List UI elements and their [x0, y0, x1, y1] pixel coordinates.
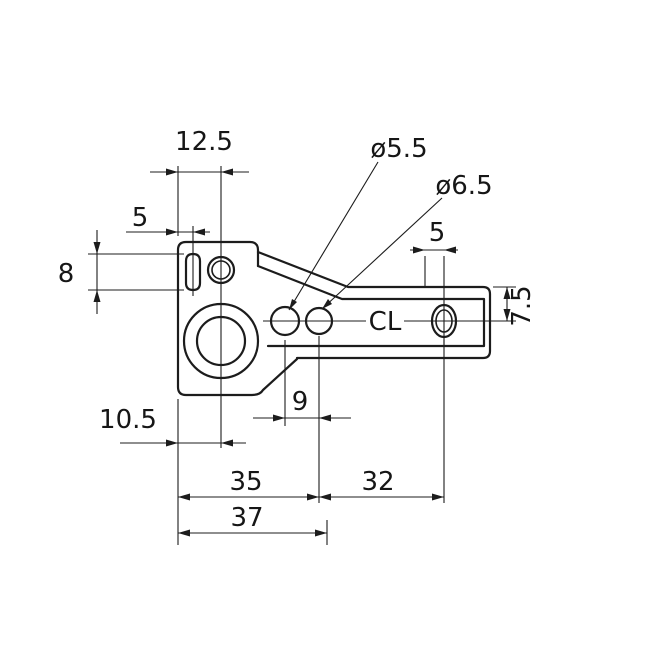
arrow-left-icon: [273, 414, 285, 422]
dim-32: 32: [319, 340, 445, 503]
dim-label: 8: [58, 259, 75, 289]
cl-label: CL: [369, 307, 402, 337]
label-dia-6-5: ø6.5: [321, 171, 493, 310]
dim-label: 32: [361, 467, 394, 497]
rail-outline: [256, 250, 492, 360]
leader-arrow-icon: [322, 299, 332, 309]
dim-8: 8: [58, 230, 184, 314]
dim-5-right: 5: [410, 218, 458, 287]
dim-10-5: 10.5: [99, 405, 246, 447]
bracket-outline: [176, 240, 299, 397]
dim-label: 12.5: [175, 127, 233, 157]
dim-label: 9: [292, 387, 309, 417]
arrow-down-icon: [503, 309, 511, 321]
arrow-right-icon: [221, 439, 233, 447]
centerlines: [220, 166, 516, 448]
rail-inner-line: [256, 264, 486, 348]
arrow-left-icon: [178, 493, 190, 501]
arrow-right-icon: [193, 228, 205, 236]
dim-37: 37: [178, 503, 328, 545]
dim-9: 9: [253, 336, 351, 503]
dim-label: 7.5: [507, 285, 537, 326]
arrow-left-icon: [178, 529, 190, 537]
dim-label: 5: [429, 218, 446, 248]
dim-7-5: 7.5: [493, 285, 537, 327]
centerline-label: CL: [369, 307, 402, 337]
dim-5-left: 5: [126, 203, 210, 296]
dim-label: 37: [230, 503, 263, 533]
arrow-right-icon: [444, 246, 456, 254]
arrow-right-icon: [307, 493, 319, 501]
arrow-left-icon: [319, 493, 331, 501]
arrow-left-icon: [413, 246, 425, 254]
dim-label: 5: [132, 203, 149, 233]
arrow-right-icon: [319, 414, 331, 422]
leader-arrow-icon: [289, 299, 297, 310]
arrow-up-icon: [93, 242, 101, 254]
dim-label: 10.5: [99, 405, 157, 435]
arrow-left-icon: [166, 228, 178, 236]
arrow-left-icon: [166, 439, 178, 447]
dim-12-5: 12.5: [150, 127, 249, 236]
label-dia-5-5: ø5.5: [288, 134, 428, 311]
dim-35: 35: [177, 399, 319, 545]
arrow-right-icon: [315, 529, 327, 537]
part-geometry: [176, 240, 492, 397]
arrow-up-icon: [503, 287, 511, 299]
dim-label: 35: [229, 467, 262, 497]
dim-label: ø5.5: [370, 134, 427, 164]
arrow-left-icon: [166, 168, 178, 176]
arrow-right-icon: [221, 168, 233, 176]
arrow-down-icon: [93, 290, 101, 302]
arrow-right-icon: [432, 493, 444, 501]
dim-label: ø6.5: [435, 171, 492, 201]
